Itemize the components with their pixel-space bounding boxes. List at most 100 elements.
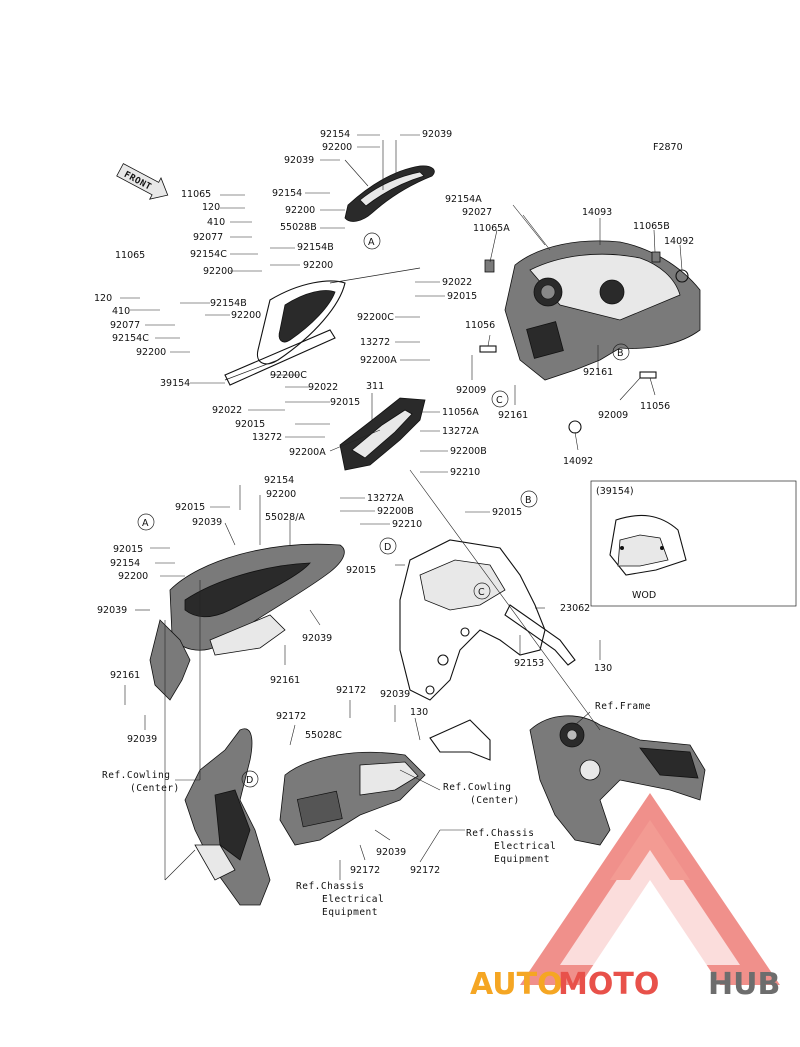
upper-windscreen-part [344,140,435,222]
part-label: 92161 [583,367,613,378]
part-label: 14092 [563,456,593,467]
watermark-text: AUTO MOTO HUB [470,967,780,1002]
part-label: 120 [202,202,220,213]
svg-text:Electrical: Electrical [322,894,384,905]
meter-panel-part [479,240,701,434]
svg-text:Ref.Cowling: Ref.Cowling [443,782,511,793]
part-label: 11065A [473,223,510,234]
part-label: 92154 [320,129,350,140]
part-label: 92015 [175,502,205,513]
ref-chassis-bottom: Ref.Chassis Electrical Equipment [296,881,384,918]
part-label: 11065 [181,189,211,200]
part-label: 92015 [447,291,477,302]
inset-box: (39154) WOD [590,480,797,607]
part-label: 92009 [598,410,628,421]
small-bracket-part [429,719,491,761]
lower-left-cowl-part [184,728,271,906]
left-cowl-part [149,543,345,701]
part-label: 92022 [212,405,242,416]
svg-text:Ref.Cowling: Ref.Cowling [102,770,170,781]
svg-text:A: A [368,237,375,248]
svg-text:C: C [496,395,503,406]
part-label: 92200 [303,260,333,271]
part-labels: 92154 92039 92200 92039 11065 120 410 92… [94,129,694,876]
callout-b-frame: B [520,490,538,508]
part-label: 92154B [297,242,334,253]
callout-c-panel: C [491,390,509,408]
svg-text:D: D [384,542,391,553]
figure-code: F2870 [653,142,683,153]
part-label: 410 [207,217,225,228]
part-label: 92022 [442,277,472,288]
part-label: 13272 [360,337,390,348]
svg-text:HUB: HUB [708,967,780,1002]
part-label: 92200 [285,205,315,216]
part-label: 92039 [284,155,314,166]
callout-b-panel: B [612,343,630,361]
part-label: 120 [94,293,112,304]
part-label: 92200A [360,355,397,366]
part-label: 92200 [231,310,261,321]
part-label: 92077 [110,320,140,331]
part-label: 92200C [270,370,307,381]
svg-text:D: D [246,775,253,786]
svg-text:(Center): (Center) [470,795,520,806]
part-label: 92039 [127,734,157,745]
part-label: 92027 [462,207,492,218]
part-label: 92154 [272,188,302,199]
svg-text:Ref.Chassis: Ref.Chassis [466,828,534,839]
part-label: 11065B [633,221,670,232]
part-label: 92153 [514,658,544,669]
part-label: 23062 [560,603,590,614]
part-label: 92154C [112,333,149,344]
part-label: 55028B [280,222,317,233]
watermark-logo [520,793,780,985]
inset-label: WOD [632,590,656,601]
part-label: 92200B [450,446,487,457]
part-label: 55028C [305,730,342,741]
part-label: 92039 [192,517,222,528]
cowl-55028c-part [279,751,426,846]
part-label: 92161 [270,675,300,686]
part-label: 92039 [376,847,406,858]
part-label: 92200B [377,506,414,517]
part-label: 92039 [380,689,410,700]
part-label: 92015 [235,419,265,430]
part-label: 92077 [193,232,223,243]
part-label: 13272A [367,493,404,504]
ref-chassis-right: Ref.Chassis Electrical Equipment [466,828,556,865]
part-label: 92200 [203,266,233,277]
leader-lines [120,134,683,881]
svg-text:MOTO: MOTO [558,967,659,1002]
svg-text:Ref.Frame: Ref.Frame [595,701,651,712]
svg-text:Equipment: Equipment [322,907,378,918]
part-label: 11056 [640,401,670,412]
svg-text:Equipment: Equipment [494,854,550,865]
part-label: 92200 [118,571,148,582]
part-label: 92161 [498,410,528,421]
frame-bracket-part [399,539,576,701]
part-label: 92039 [302,633,332,644]
part-label: 92154A [445,194,482,205]
part-label: 92200 [266,489,296,500]
frame-part [529,715,706,846]
part-label: 92039 [422,129,452,140]
ref-cowling-left: Ref.Cowling (Center) [102,770,179,794]
svg-text:Ref.Chassis: Ref.Chassis [296,881,364,892]
part-label: 410 [112,306,130,317]
part-label: 92172 [350,865,380,876]
part-label: 14092 [664,236,694,247]
part-label: 92015 [346,565,376,576]
part-label: 92015 [113,544,143,555]
svg-text:A: A [142,518,149,529]
part-label: 92200 [136,347,166,358]
part-label: 92172 [410,865,440,876]
part-label: 13272A [442,426,479,437]
part-label: 14093 [582,207,612,218]
part-label: 13272 [252,432,282,443]
callout-d-frame: D [379,537,397,555]
part-label: 92200A [289,447,326,458]
part-label: 92015 [330,397,360,408]
part-label: 92161 [110,670,140,681]
